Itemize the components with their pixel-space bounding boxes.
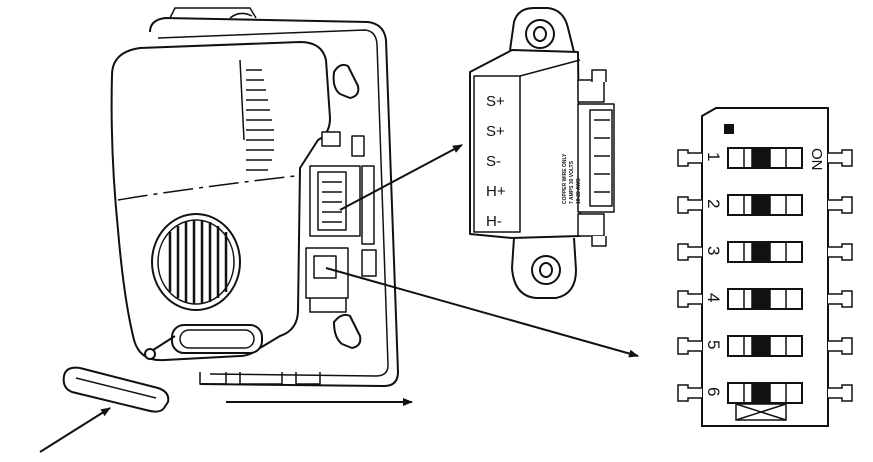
slide-switch [144,324,263,360]
dip-right-pin [828,149,853,167]
arrow-to-terminal-block [339,144,463,211]
dip-right-pin [828,290,853,308]
backplate-connector [305,131,377,313]
dip-switch-number: 4 [704,293,723,302]
thermostat-device [110,7,399,387]
dip-actuator [752,148,770,168]
dip-left-pin [677,196,702,214]
dip-switch-5: 5 [677,335,853,357]
dip-switch-4: 4 [677,288,853,310]
dip-switch-6: 6 [677,382,853,404]
terminal-screws [577,69,615,247]
dip-switch-1: 1 [677,147,853,169]
speaker-grille [151,213,241,311]
dip-actuator [752,289,770,309]
upper-clip [332,63,360,99]
spec-line-1: COPPER WIRE ONLY [562,153,568,204]
terminal-block [469,7,615,299]
dip-pin1-marker [724,124,734,134]
arrow-to-cover-tab [39,407,111,453]
front-cover [110,41,331,362]
dip-switch-number: 1 [704,152,723,161]
spec-line-3: 18-22 AWG [576,178,582,204]
dip-left-pin [677,337,702,355]
dip-bottom-marker [735,403,787,421]
dip-right-pin [828,384,853,402]
terminal-labels: S+ S+ S- H+ H- [486,93,506,230]
dip-right-pin [828,337,853,355]
dip-actuator [752,242,770,262]
dip-switch-number: 6 [704,387,723,396]
dip-actuator [752,336,770,356]
dip-left-pin [677,290,702,308]
dip-left-pin [677,149,702,167]
terminal-label-5: H- [486,213,502,230]
dip-switch-3: 3 [677,241,853,263]
dip-switch-number: 5 [704,340,723,349]
terminal-label-1: S+ [486,93,505,110]
dip-switch-rows: 1 2 3 4 5 6 [677,147,853,404]
dip-actuator [752,383,770,403]
dip-switch-block: ON 1 2 3 4 5 6 [677,107,853,427]
dip-switch-2: 2 [677,194,853,216]
removable-tab [62,366,170,413]
terminal-spec-text: COPPER WIRE ONLY 7 AMPS 30 VOLTS 18-22 A… [562,153,582,204]
spec-line-2: 7 AMPS 30 VOLTS [569,160,575,204]
dip-right-pin [828,243,853,261]
arrow-to-dip-switch [325,267,639,358]
pointer-arrows [39,144,639,453]
dip-switch-number: 3 [704,246,723,255]
cover-vent [246,69,274,171]
dip-left-pin [677,384,702,402]
dip-left-pin [677,243,702,261]
dip-switch-number: 2 [704,199,723,208]
on-label: ON [808,148,825,171]
terminal-label-4: H+ [486,183,506,200]
lower-clip [333,313,362,349]
terminal-label-3: S- [486,153,501,170]
dip-right-pin [828,196,853,214]
dip-actuator [752,195,770,215]
terminal-label-2: S+ [486,123,505,140]
